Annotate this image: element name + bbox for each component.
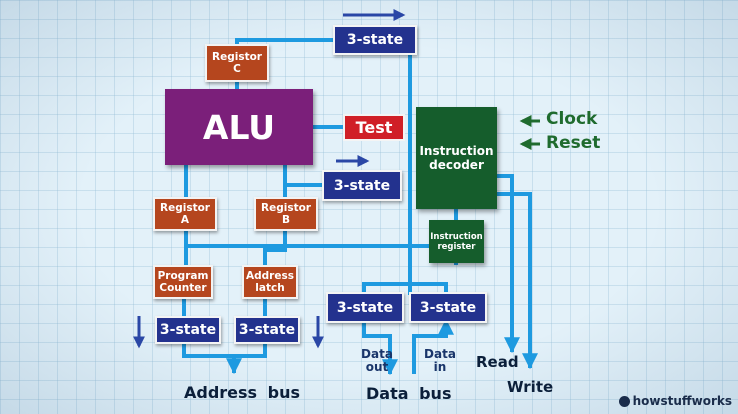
register-c-block: Registor C (205, 44, 269, 82)
data-in-wire (412, 318, 454, 374)
address-bus-label: Address bus (184, 383, 301, 402)
address-latch-label: Address latch (246, 270, 294, 294)
tristate-top-label: 3-state (346, 32, 404, 48)
register-a-block: Registor A (153, 197, 217, 231)
watermark-text: howstuffworks (632, 394, 732, 408)
register-a-label: Registor A (160, 202, 210, 226)
tristate-pc-block: 3-state (155, 316, 221, 344)
instruction-decoder-block: Instruction decoder (416, 107, 497, 209)
tristate-mid-block: 3-state (322, 170, 402, 201)
tristate-mid-label: 3-state (333, 177, 391, 194)
test-label: Test (355, 118, 393, 137)
alu-label: ALU (202, 107, 276, 147)
register-b-block: Registor B (254, 197, 318, 231)
clock-label: Clock (546, 109, 598, 129)
instruction-register-block: Instruction register (429, 220, 484, 263)
register-c-label: Registor C (212, 51, 262, 75)
howstuffworks-watermark: howstuffworks (618, 394, 732, 408)
tristate-data-out-label: 3-state (336, 299, 394, 316)
reset-label: Reset (546, 133, 601, 153)
alu-block: ALU (165, 89, 313, 165)
tristate-latch-label: 3-state (238, 322, 296, 338)
address-latch-block: Address latch (242, 265, 298, 299)
tristate-top-block: 3-state (333, 25, 417, 55)
program-counter-label: Program Counter (157, 270, 209, 294)
tristate-data-in-label: 3-state (419, 299, 477, 316)
register-b-label: Registor B (261, 202, 311, 226)
tristate-data-in-block: 3-state (409, 292, 487, 323)
data-out-wire (362, 320, 398, 376)
tristate-data-out-block: 3-state (326, 292, 404, 323)
test-block: Test (343, 114, 405, 141)
data-in-label: Data in (424, 347, 456, 374)
read-label: Read (476, 353, 519, 371)
data-bus-label: Data bus (366, 384, 452, 403)
howstuffworks-logo-icon (618, 395, 630, 407)
tristate-latch-block: 3-state (234, 316, 300, 344)
data-out-label: Data out (361, 347, 393, 374)
data-bus-split (362, 282, 448, 295)
instruction-register-label: Instruction register (430, 231, 483, 252)
program-counter-block: Program Counter (153, 265, 213, 299)
top-bus-wire (235, 38, 338, 46)
tristate-pc-label: 3-state (159, 322, 217, 338)
write-label: Write (507, 378, 554, 396)
read-wire (495, 174, 520, 354)
instruction-decoder-label: Instruction decoder (419, 144, 494, 172)
address-bus-wire (182, 342, 267, 358)
write-wire (495, 192, 538, 370)
